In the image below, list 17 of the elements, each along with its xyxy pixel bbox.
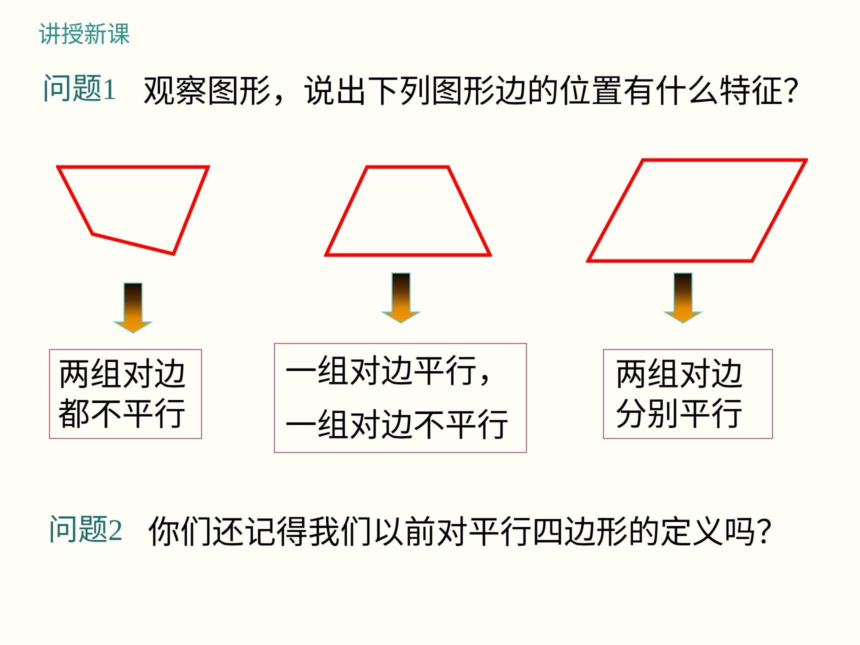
trapezoid-outline bbox=[324, 165, 492, 257]
statement-box bbox=[274, 343, 527, 453]
section-heading: 讲授新课 bbox=[38, 24, 130, 47]
question-number: 问题1 bbox=[42, 75, 117, 105]
question-text: 你们还记得我们以前对平行四边形的定义吗？ bbox=[148, 516, 788, 548]
block-arrow bbox=[662, 272, 704, 324]
quadrilateral-outline bbox=[56, 165, 210, 256]
block-arrow bbox=[380, 272, 422, 324]
question-text: 观察图形，说出下列图形边的位置有什么特征？ bbox=[143, 75, 815, 107]
statement-text: 一组对边平行，一组对边不平行 bbox=[285, 351, 510, 446]
statement-box bbox=[49, 349, 202, 439]
statement-text: 两组对边分别平行 bbox=[615, 354, 744, 434]
question-number: 问题2 bbox=[48, 516, 123, 546]
block-arrow bbox=[112, 282, 154, 334]
parallelogram-outline bbox=[586, 158, 808, 263]
statement-box bbox=[603, 349, 773, 439]
statement-text: 两组对边都不平行 bbox=[58, 354, 187, 434]
